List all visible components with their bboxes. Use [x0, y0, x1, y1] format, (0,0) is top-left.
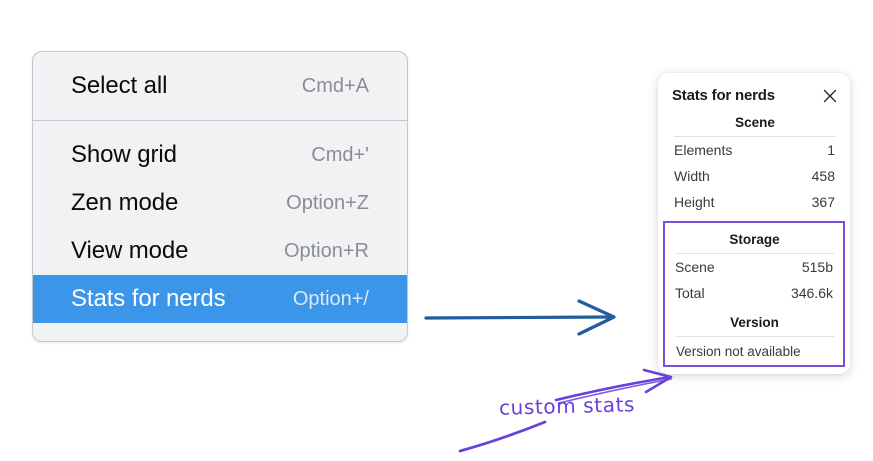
menu-item-shortcut: Option+/ [292, 287, 369, 310]
stats-for-nerds-panel[interactable]: Stats for nerds Scene Elements 1 Width 4… [658, 73, 850, 374]
divider [675, 253, 834, 254]
stat-key: Height [674, 194, 715, 210]
stat-key: Scene [675, 259, 715, 275]
stat-value: 346.6k [790, 285, 833, 301]
custom-stats-highlight-box: Storage Scene 515b Total 346.6k Version … [663, 221, 845, 367]
menu-item-select-all[interactable]: Select all Cmd+A [33, 62, 407, 110]
menu-item-shortcut: Cmd+' [311, 143, 369, 166]
menu-item-shortcut: Option+Z [286, 191, 369, 214]
menu-item-zen-mode[interactable]: Zen mode Option+Z [33, 179, 407, 227]
menu-item-label: Show grid [71, 141, 177, 168]
menu-item-stats-for-nerds[interactable]: Stats for nerds Option+/ [33, 275, 407, 323]
menu-item-show-grid[interactable]: Show grid Cmd+' [33, 131, 407, 179]
menu-item-label: View mode [71, 237, 189, 264]
stat-key: Total [675, 285, 705, 301]
menu-group-2: Show grid Cmd+' Zen mode Option+Z View m… [33, 120, 407, 341]
menu-item-view-mode[interactable]: View mode Option+R [33, 227, 407, 275]
menu-item-label: Select all [71, 72, 168, 99]
context-menu[interactable]: Select all Cmd+A Show grid Cmd+' Zen mod… [32, 51, 408, 342]
stat-row: Scene 515b [673, 254, 836, 280]
annotation-label: custom stats [498, 392, 636, 420]
stat-row: Total 346.6k [673, 280, 836, 306]
section-heading-scene: Scene [735, 115, 775, 130]
section-heading-storage: Storage [729, 232, 780, 247]
stat-row: Width 458 [672, 163, 838, 189]
stat-row: Height 367 [672, 189, 838, 215]
menu-item-label: Stats for nerds [71, 285, 226, 312]
stat-key: Width [674, 168, 710, 184]
pen-stroke-icon [458, 420, 547, 453]
menu-footer-padding [33, 323, 407, 341]
menu-item-shortcut: Cmd+A [301, 74, 369, 97]
stat-value: 367 [811, 194, 835, 210]
stat-value: 515b [801, 259, 833, 275]
panel-header: Stats for nerds [672, 87, 838, 106]
menu-group-1: Select all Cmd+A [33, 52, 407, 120]
stat-value: 1 [827, 142, 835, 158]
menu-item-shortcut: Option+R [283, 239, 369, 262]
panel-title: Stats for nerds [672, 87, 775, 104]
arrow-right-icon [424, 299, 616, 336]
section-heading-version: Version [730, 315, 779, 330]
divider [675, 336, 834, 337]
close-icon[interactable] [822, 88, 838, 104]
menu-item-label: Zen mode [71, 189, 179, 216]
divider [674, 136, 836, 137]
stat-row: Elements 1 [672, 137, 838, 163]
version-note: Version not available [676, 344, 801, 359]
stat-value: 458 [811, 168, 835, 184]
stat-key: Elements [674, 142, 733, 158]
